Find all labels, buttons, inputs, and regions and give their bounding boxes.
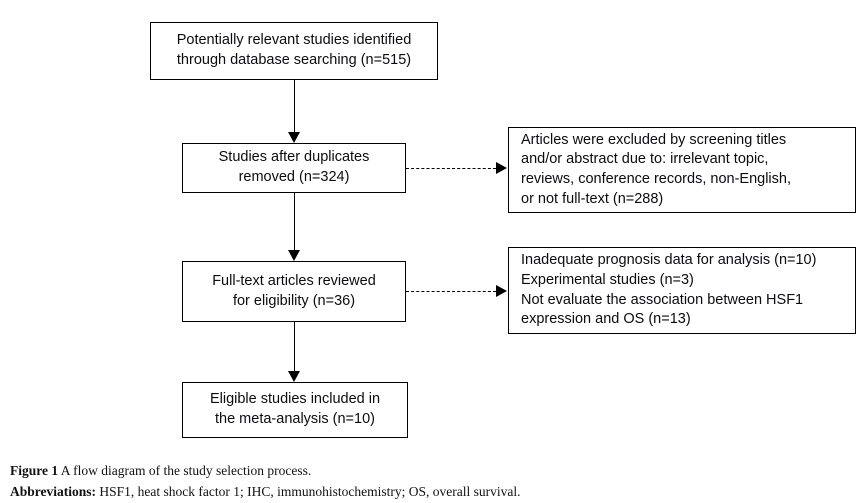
flow-box-studies-after-duplicates: Studies after duplicates removed (n=324) [182,143,406,193]
flow-box-fulltext-articles-reviewed: Full-text articles reviewed for eligibil… [182,261,406,322]
flow-box-studies-identified: Potentially relevant studies identified … [150,22,438,80]
flow-box-text: Full-text articles reviewed for eligibil… [212,272,376,309]
caption-title-line: Figure 1 A flow diagram of the study sel… [10,461,860,482]
flow-box-text: Inadequate prognosis data for analysis (… [521,252,817,328]
flow-box-text: Eligible studies included in the meta-an… [209,391,381,427]
caption-figure-label: Figure 1 [10,463,59,478]
caption-abbreviations-text: HSF1, heat shock factor 1; IHC, immunohi… [99,483,521,499]
connector-line-identified-to-duplicates [294,80,295,132]
arrow-head-right-icon [496,161,507,174]
caption-figure-text: A flow diagram of the study selection pr… [60,463,312,478]
arrow-head-down-icon [287,371,300,382]
connector-dashed-fulltext-to-excluded [406,291,496,292]
connector-line-duplicates-to-fulltext [294,193,295,250]
flow-box-excluded-by-screening: Articles were excluded by screening titl… [508,127,856,213]
arrow-head-down-icon [287,250,300,261]
caption-abbreviations-label: Abbreviations: [10,483,97,499]
flow-box-text: Studies after duplicates removed (n=324) [218,149,370,185]
arrow-head-right-icon [496,284,507,297]
connector-dashed-duplicates-to-excluded [406,168,496,169]
connector-line-fulltext-to-eligible [294,322,295,371]
flow-box-eligible-studies-included: Eligible studies included in the meta-an… [182,382,408,438]
flow-box-text: Potentially relevant studies identified … [176,32,412,68]
arrow-head-down-icon [287,132,300,143]
flow-box-text: Articles were excluded by screening titl… [521,131,791,207]
caption-abbreviations-line: Abbreviations: HSF1, heat shock factor 1… [10,482,860,503]
figure-caption: Figure 1 A flow diagram of the study sel… [10,461,860,503]
flow-box-excluded-at-eligibility: Inadequate prognosis data for analysis (… [508,247,856,334]
